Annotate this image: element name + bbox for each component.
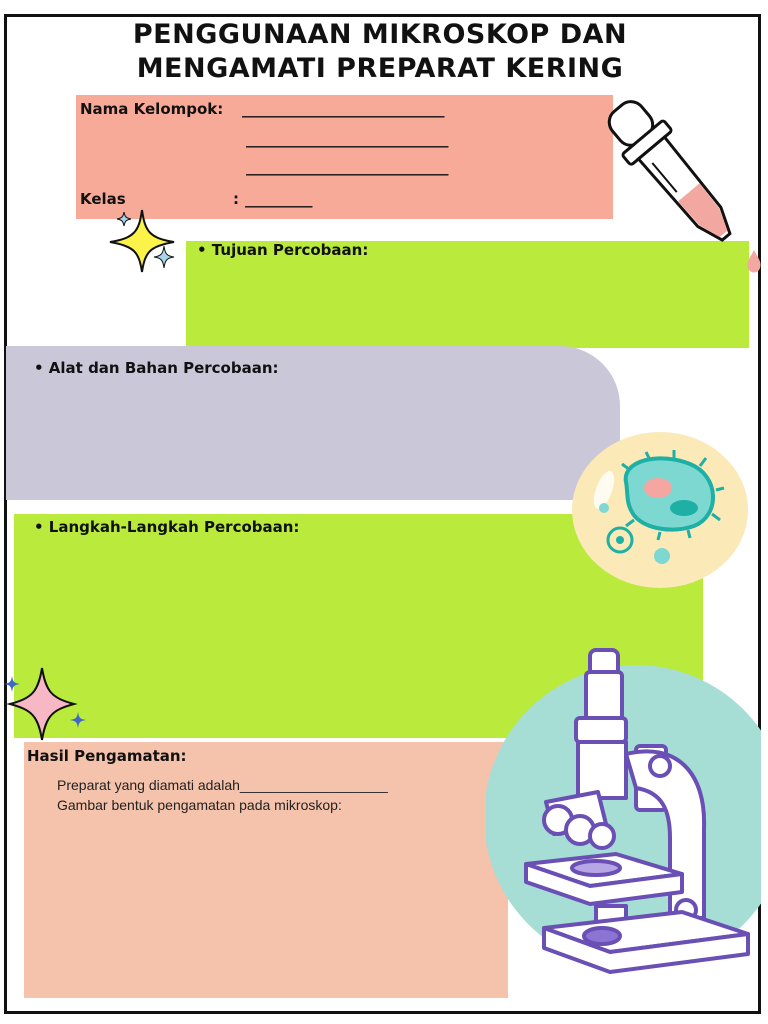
- class-label: Kelas: [80, 190, 126, 208]
- group-name-line-2[interactable]: ___________________________: [246, 130, 449, 148]
- microscope-icon: [486, 648, 761, 974]
- page-title: PENGGUNAAN MIKROSKOP DAN MENGAMATI PREPA…: [40, 18, 720, 86]
- results-line-specimen: Preparat yang diamati adalah____________…: [57, 777, 388, 793]
- page-border: [4, 14, 761, 1014]
- group-name-line-3[interactable]: ___________________________: [246, 158, 449, 176]
- identity-box: [76, 95, 613, 219]
- purpose-area[interactable]: [186, 241, 749, 348]
- sparkle-icon: [109, 209, 175, 273]
- results-area[interactable]: [24, 742, 508, 998]
- class-line[interactable]: _________: [245, 190, 313, 208]
- title-line-2: MENGAMATI PREPARAT KERING: [136, 53, 624, 84]
- group-name-line-1[interactable]: ___________________________: [242, 100, 445, 118]
- dropper-icon: [607, 100, 761, 273]
- bacteria-icon: [572, 432, 748, 588]
- materials-heading: • Alat dan Bahan Percobaan:: [34, 359, 279, 377]
- steps-heading: • Langkah-Langkah Percobaan:: [34, 518, 300, 536]
- materials-area[interactable]: [6, 346, 620, 500]
- results-line-drawing: Gambar bentuk pengamatan pada mikroskop:: [57, 797, 342, 813]
- purpose-heading: • Tujuan Percobaan:: [197, 241, 369, 259]
- class-colon: :: [233, 190, 239, 208]
- group-name-label: Nama Kelompok:: [80, 100, 224, 118]
- results-heading: Hasil Pengamatan:: [27, 747, 187, 765]
- sparkle-icon: [4, 667, 86, 741]
- title-line-1: PENGGUNAAN MIKROSKOP DAN: [132, 19, 628, 50]
